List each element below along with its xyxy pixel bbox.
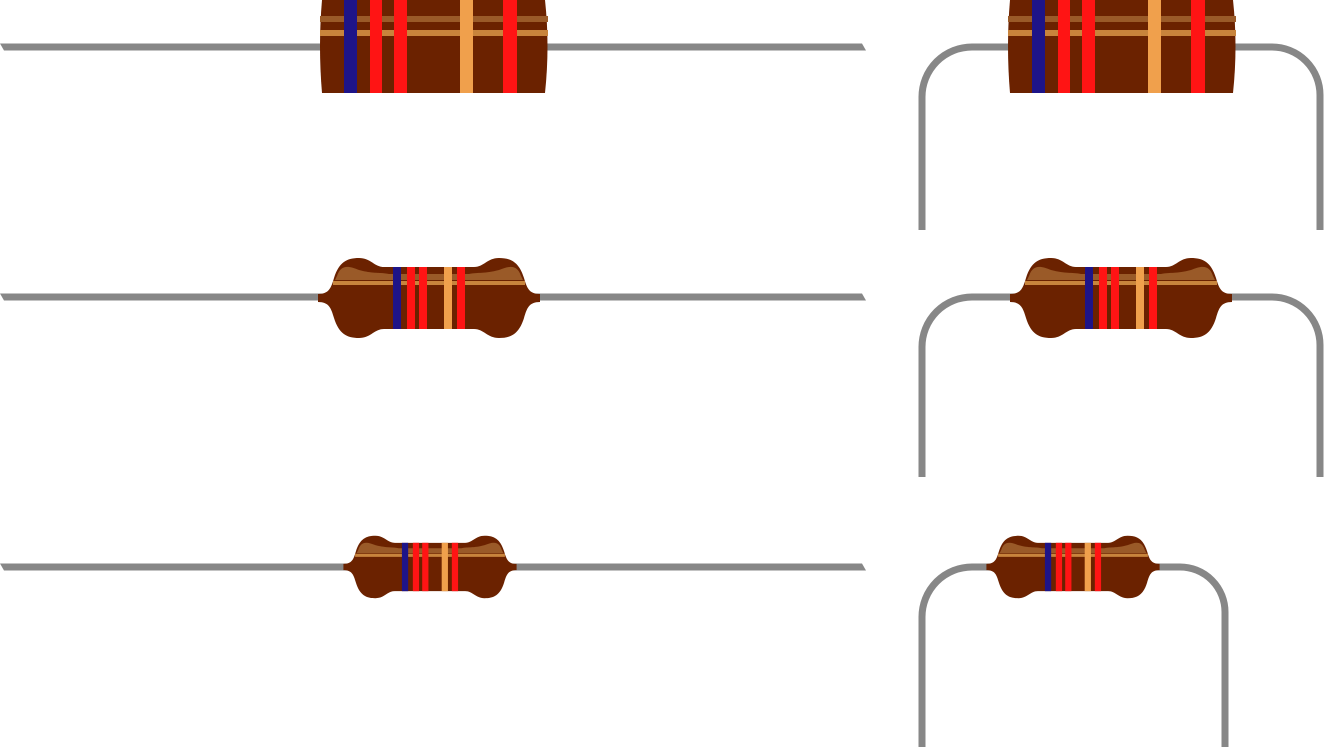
color-band: [1099, 267, 1107, 329]
color-band: [419, 267, 427, 329]
bent-lead-left: [918, 293, 1020, 477]
color-band: [441, 542, 448, 592]
color-band: [503, 0, 517, 93]
color-band: [422, 542, 429, 592]
body-highlight: [1025, 281, 1217, 285]
color-band: [1149, 267, 1157, 329]
body-highlight: [333, 281, 525, 285]
body-highlight: [355, 553, 505, 557]
color-band: [1085, 267, 1093, 329]
color-band: [457, 267, 465, 329]
color-band: [460, 0, 473, 93]
color-band: [1094, 542, 1102, 592]
color-band: [1111, 267, 1119, 329]
color-band: [1065, 542, 1072, 592]
body-highlight: [998, 553, 1148, 557]
color-band: [370, 0, 382, 93]
bent-lead-left: [918, 43, 1010, 230]
body-highlight: [320, 16, 548, 22]
color-band: [1055, 542, 1063, 592]
color-band: [1044, 542, 1052, 592]
resistor-dogbone-small: [343, 535, 517, 599]
color-band: [1191, 0, 1205, 93]
color-band: [1032, 0, 1045, 93]
resistor-dogbone-small: [986, 535, 1160, 599]
resistor-dogbone: [318, 258, 540, 338]
resistor-dogbone: [1010, 258, 1232, 338]
color-band: [1082, 0, 1095, 93]
color-band: [1058, 0, 1070, 93]
color-band: [401, 542, 409, 592]
color-band: [344, 0, 357, 93]
resistor-cylinder: [320, 0, 548, 93]
resistor-cylinder: [1008, 0, 1236, 93]
color-band: [412, 542, 420, 592]
color-band: [1148, 0, 1161, 93]
color-band: [451, 542, 459, 592]
body-highlight: [1008, 16, 1236, 22]
body-highlight: [1008, 30, 1236, 36]
color-band: [407, 267, 415, 329]
body-highlight: [1027, 266, 1215, 280]
color-band: [394, 0, 407, 93]
bent-lead-left: [918, 563, 990, 747]
color-band: [1136, 267, 1144, 329]
bent-lead-right: [1155, 563, 1229, 747]
body-highlight: [356, 542, 504, 553]
body-highlight: [320, 30, 548, 36]
bent-lead-right: [1222, 293, 1324, 477]
body-highlight: [999, 542, 1147, 553]
bent-lead-right: [1234, 43, 1324, 230]
body-highlight: [335, 266, 523, 280]
color-band: [444, 267, 452, 329]
color-band: [1084, 542, 1091, 592]
color-band: [393, 267, 401, 329]
